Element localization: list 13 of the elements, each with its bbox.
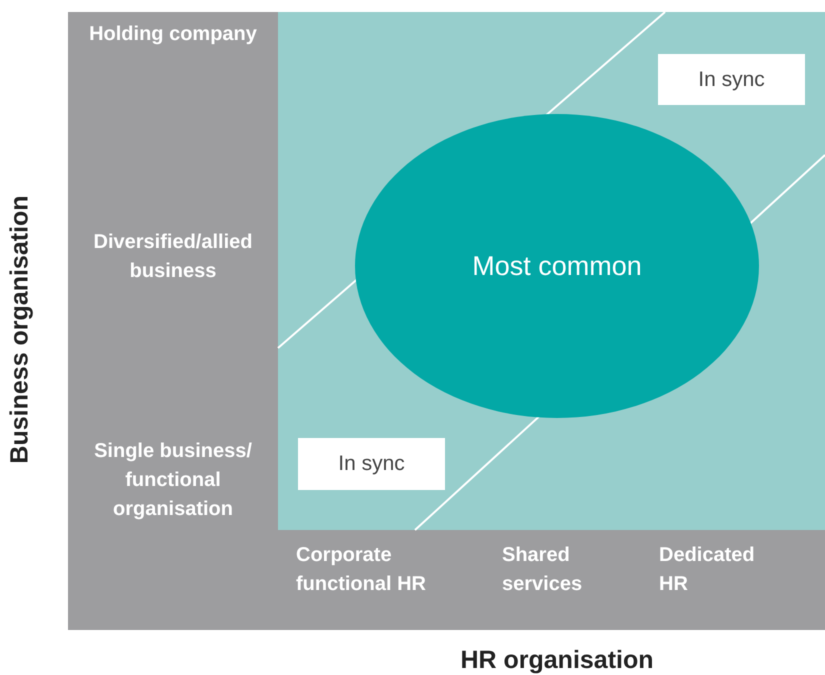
- node-text: Most common: [472, 250, 642, 282]
- node-text: In sync: [698, 68, 765, 92]
- node-text: In sync: [338, 452, 405, 476]
- axis-title: Business organisation: [6, 194, 34, 466]
- row-heading: Holding company: [88, 22, 258, 47]
- row-heading: Diversified/allied business: [92, 230, 254, 284]
- label-box: [658, 54, 805, 105]
- column-heading: Dedicated HR: [659, 543, 756, 597]
- column-heading: Shared services: [502, 543, 584, 597]
- row-heading: Single business/ functional organisation: [93, 439, 253, 522]
- axis-title: HR organisation: [459, 646, 655, 675]
- column-heading: Corporate functional HR: [296, 543, 427, 597]
- label-box: [298, 438, 445, 490]
